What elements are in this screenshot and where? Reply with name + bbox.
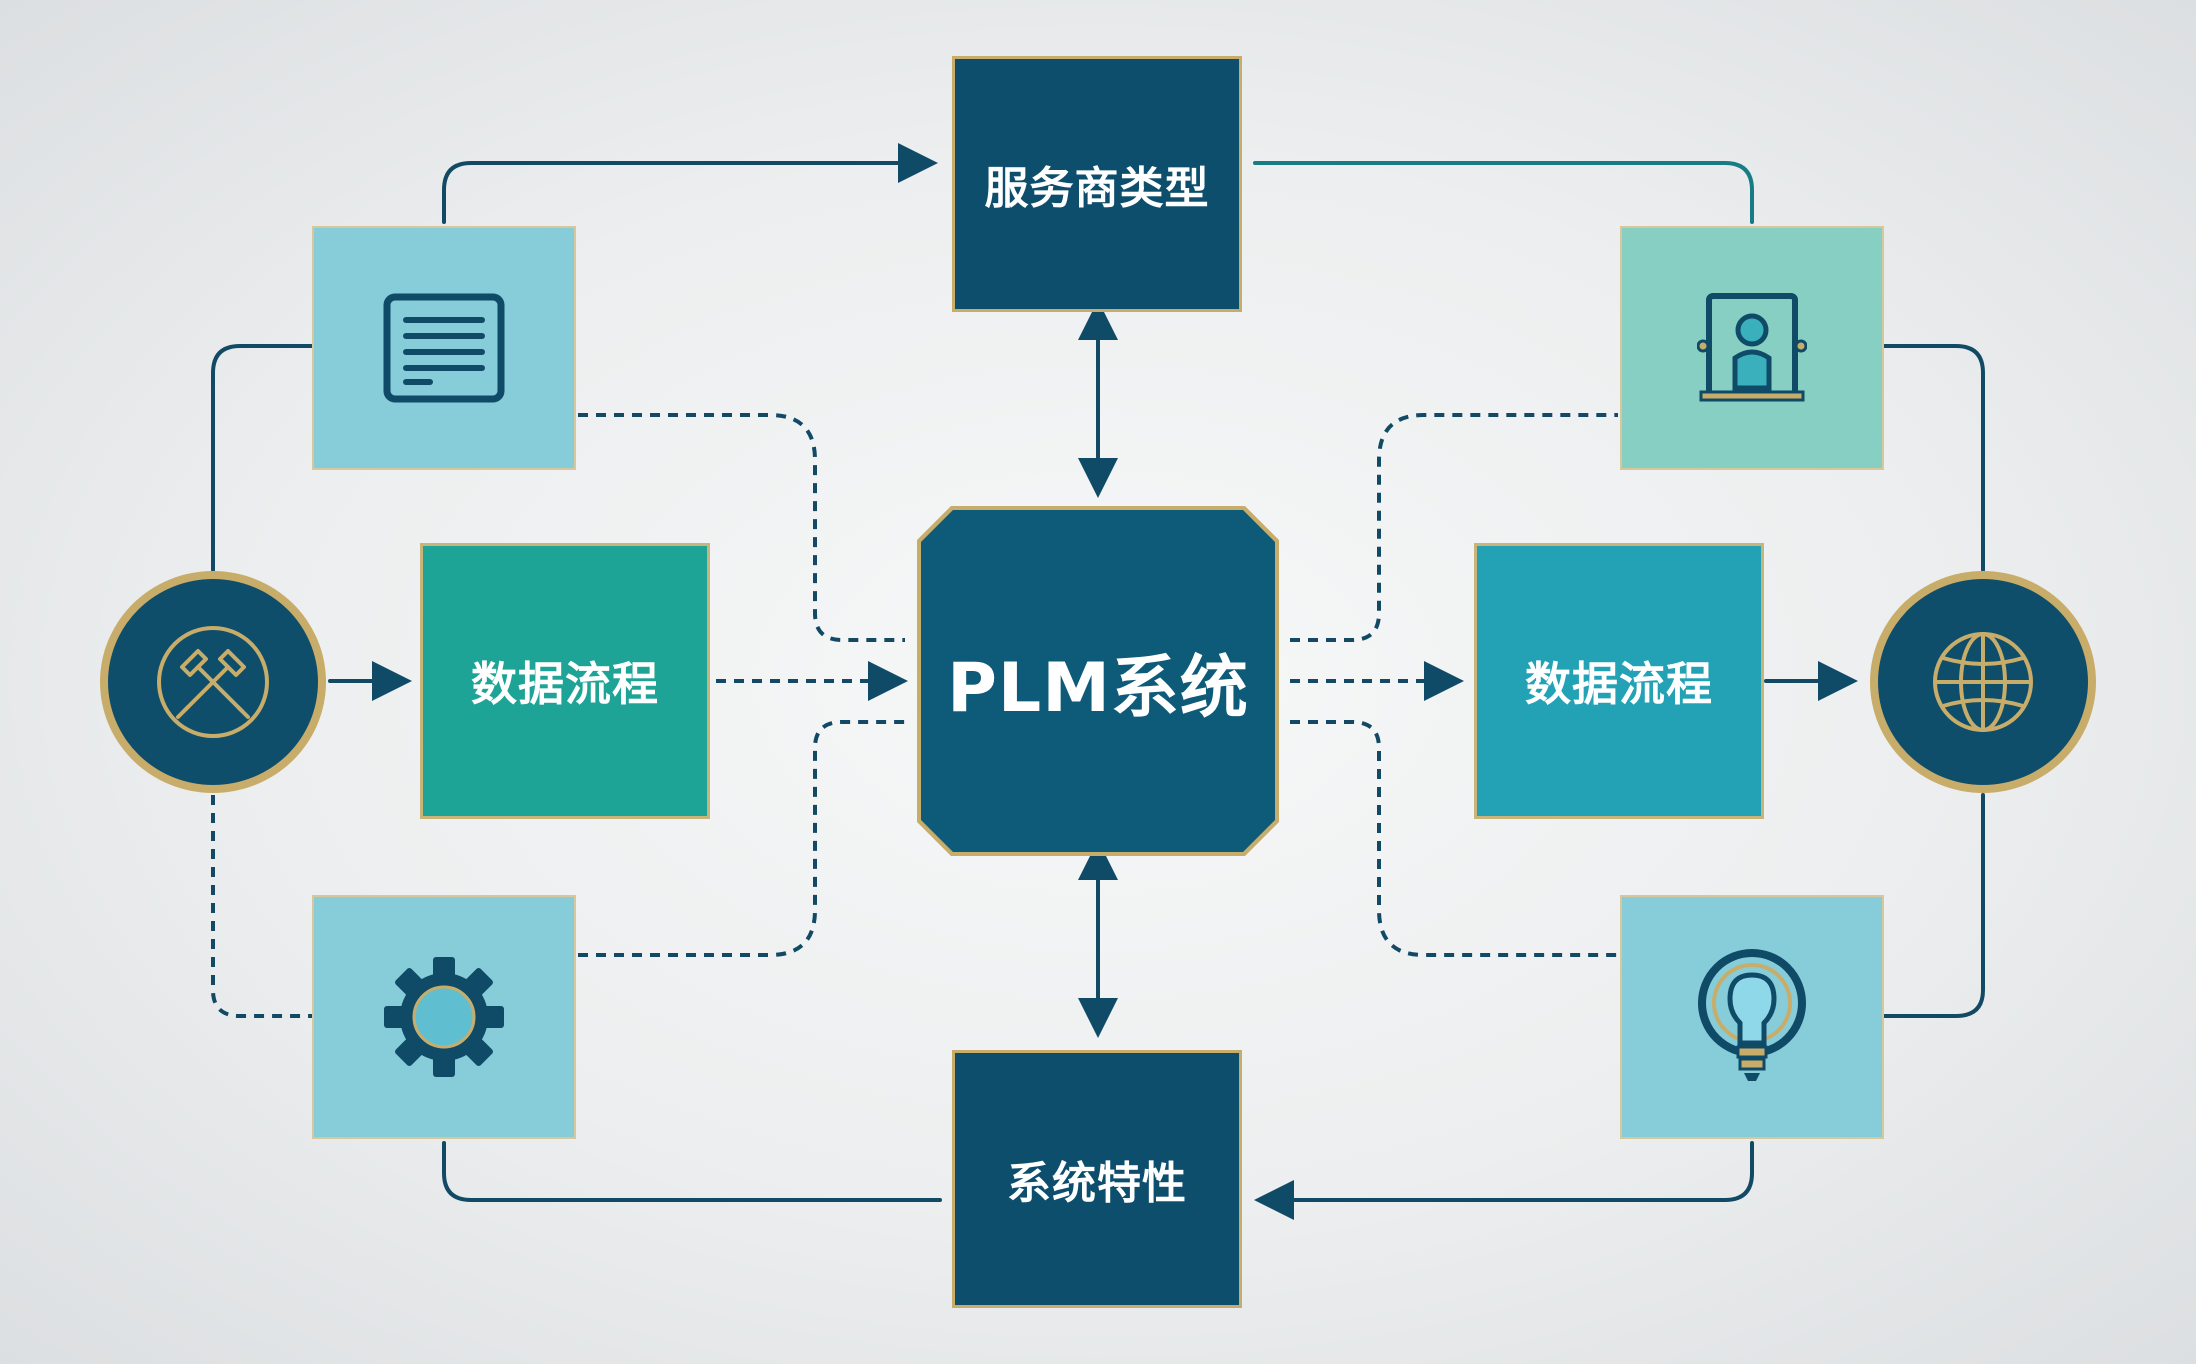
data-flow-left-box[interactable]: 数据流程	[420, 543, 710, 819]
portrait-box[interactable]	[1620, 226, 1884, 470]
plm-system-fill: PLM系统	[921, 510, 1275, 852]
data-flow-left-label: 数据流程	[471, 657, 659, 711]
service-type-label: 服务商类型	[984, 163, 1210, 214]
connector-doc-to-service	[442, 143, 938, 224]
dashed-plm-to-bulb	[1290, 720, 1618, 957]
plm-system-label: PLM系统	[947, 648, 1249, 728]
document-icon	[383, 293, 505, 403]
system-features-label: 系统特性	[1007, 1158, 1187, 1209]
tools-circle[interactable]	[100, 571, 326, 793]
connector-portrait-to-globe	[1880, 344, 1985, 572]
lightbulb-box[interactable]	[1620, 895, 1884, 1139]
system-features-box[interactable]: 系统特性	[952, 1050, 1242, 1308]
data-flow-right-box[interactable]: 数据流程	[1474, 543, 1764, 819]
lightbulb-icon	[1698, 949, 1806, 1081]
gear-icon	[384, 957, 504, 1077]
dashed-tools-to-gear	[211, 795, 312, 1018]
crossed-tools-icon	[157, 626, 269, 738]
connector-service-to-portrait	[1253, 161, 1754, 224]
connector-doc-to-tools	[211, 344, 314, 572]
plm-system-node[interactable]: PLM系统	[917, 506, 1279, 856]
connector-bulb-to-features	[1254, 1141, 1754, 1220]
globe-circle[interactable]	[1870, 571, 2096, 793]
portrait-frame-icon	[1697, 293, 1807, 402]
globe-icon	[1933, 632, 2033, 732]
connector-gear-to-features	[442, 1141, 942, 1202]
service-type-box[interactable]: 服务商类型	[952, 56, 1242, 312]
document-box[interactable]	[312, 226, 576, 470]
data-flow-right-label: 数据流程	[1525, 657, 1713, 711]
connector-globe-to-bulb	[1880, 793, 1985, 1018]
dashed-plm-to-portrait	[1290, 413, 1618, 642]
gear-box[interactable]	[312, 895, 576, 1139]
dashed-gear-to-plm	[578, 720, 905, 957]
